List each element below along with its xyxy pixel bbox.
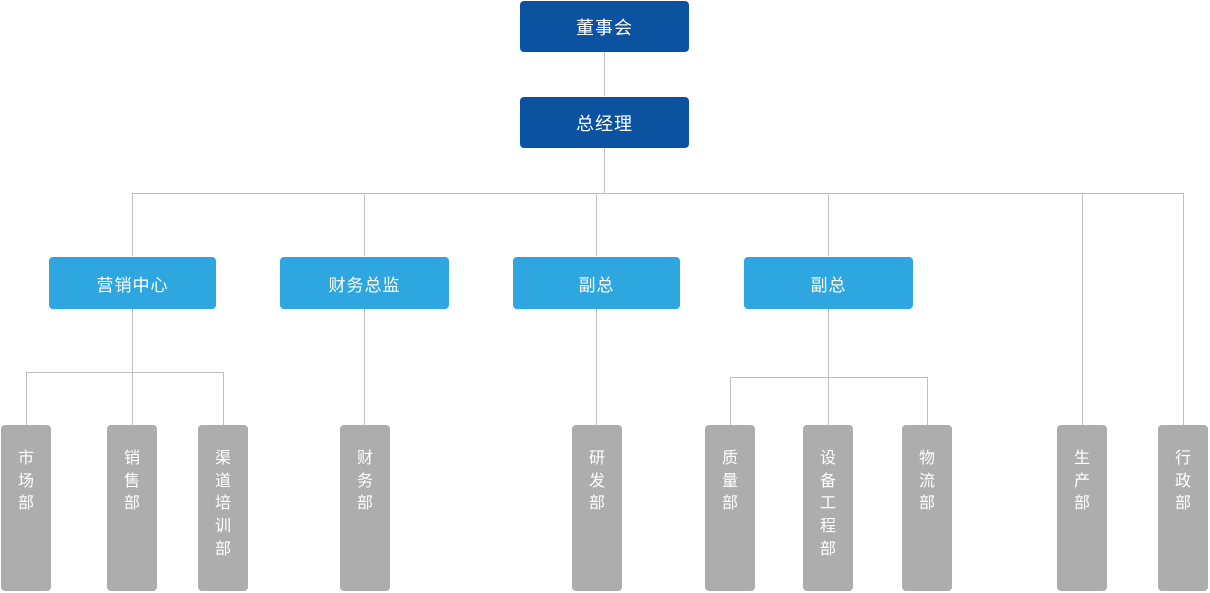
node-market-dept[interactable]: 市场部 (1, 425, 51, 591)
node-label: 销售部 (124, 448, 141, 513)
connector-gm-to-bus (604, 148, 605, 194)
connector-to-channel-training-dept (223, 372, 224, 425)
node-label: 研发部 (589, 448, 606, 513)
connector-finance-director-to-finance-dept (364, 309, 365, 425)
connector-bus-to-production-dept (1082, 193, 1083, 425)
connector-to-logistics-dept (927, 377, 928, 425)
node-equipment-engineering-dept[interactable]: 设备工程部 (803, 425, 853, 591)
node-rd-dept[interactable]: 研发部 (572, 425, 622, 591)
node-label: 生产部 (1074, 448, 1091, 513)
connector-bus-to-vp-1 (596, 193, 597, 256)
node-label: 财务部 (357, 448, 374, 513)
node-finance-dept[interactable]: 财务部 (340, 425, 390, 591)
connector-to-sales-dept (132, 372, 133, 425)
node-administration-dept[interactable]: 行政部 (1158, 425, 1208, 591)
node-label: 物流部 (919, 448, 936, 513)
connector-to-market-dept (26, 372, 27, 425)
node-label: 质量部 (722, 448, 739, 513)
connector-bus-to-marketing-center (132, 193, 133, 256)
node-quality-dept[interactable]: 质量部 (705, 425, 755, 591)
node-label: 设备工程部 (820, 448, 837, 558)
connector-bus-to-vp-2 (828, 193, 829, 256)
node-sales-dept[interactable]: 销售部 (107, 425, 157, 591)
node-board-of-directors[interactable]: 董事会 (520, 1, 689, 52)
connector-bus-to-administration-dept (1183, 193, 1184, 425)
connector-board-to-gm (604, 52, 605, 96)
node-production-dept[interactable]: 生产部 (1057, 425, 1107, 591)
connector-marketing-center-stem (132, 309, 133, 373)
node-label: 渠道培训部 (215, 448, 232, 558)
node-label: 行政部 (1175, 448, 1192, 513)
node-label: 市场部 (18, 448, 35, 513)
node-vice-president-2[interactable]: 副总 (744, 257, 913, 309)
connector-bus-to-finance-director (364, 193, 365, 256)
connector-vp2-stem (828, 309, 829, 378)
node-logistics-dept[interactable]: 物流部 (902, 425, 952, 591)
node-marketing-center[interactable]: 营销中心 (49, 257, 216, 309)
connector-vp1-to-rd-dept (596, 309, 597, 425)
node-finance-director[interactable]: 财务总监 (280, 257, 449, 309)
node-general-manager[interactable]: 总经理 (520, 97, 689, 148)
connector-to-quality-dept (730, 377, 731, 425)
connector-to-equipment-engineering-dept (828, 377, 829, 425)
connector-marketing-sub-bus (26, 372, 223, 373)
connector-main-bus (132, 193, 1184, 194)
node-channel-training-dept[interactable]: 渠道培训部 (198, 425, 248, 591)
node-vice-president-1[interactable]: 副总 (513, 257, 680, 309)
